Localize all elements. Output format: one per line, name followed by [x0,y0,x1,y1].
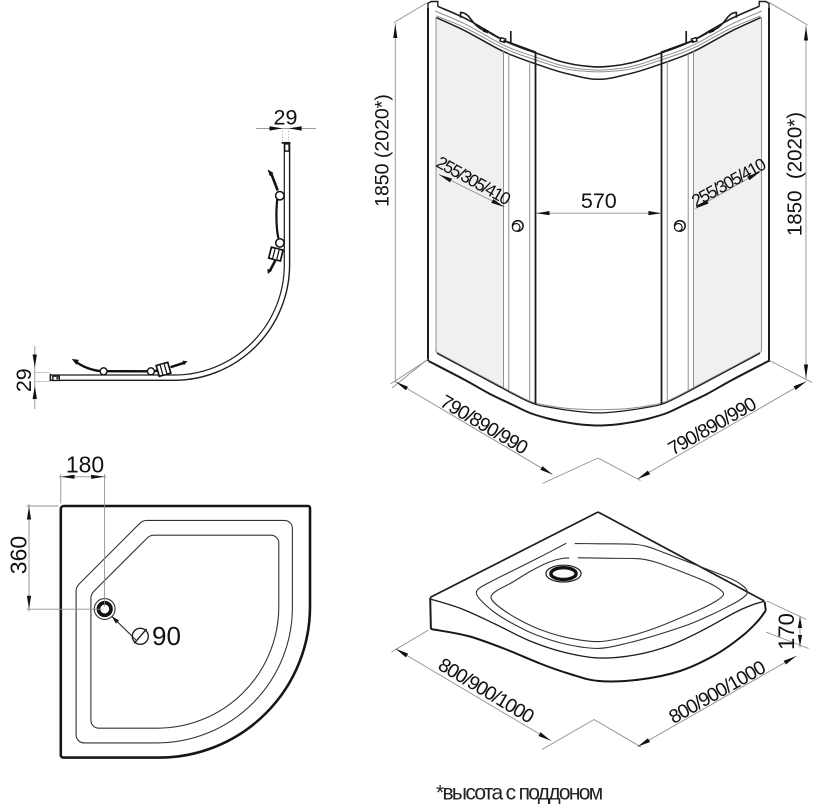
svg-text:1850 (2020*): 1850 (2020*) [784,112,807,236]
svg-text:360: 360 [5,536,31,574]
svg-text:*высота с поддоном: *высота с поддоном [436,781,602,804]
svg-text:29: 29 [274,105,298,129]
svg-text:90: 90 [152,621,181,651]
svg-text:180: 180 [66,451,104,477]
svg-text:170: 170 [774,613,799,650]
svg-text:29: 29 [12,368,36,392]
svg-text:1850 (2020*): 1850 (2020*) [372,94,394,207]
svg-text:570: 570 [581,189,617,213]
